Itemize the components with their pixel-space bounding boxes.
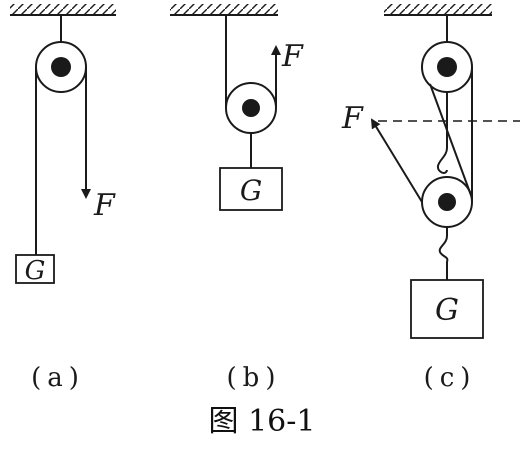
ceiling-b — [170, 4, 278, 16]
force-label-a: F — [93, 188, 116, 223]
panel-label-c: (c) — [424, 363, 477, 393]
force-label-b: F — [281, 39, 304, 74]
load-label-b: G — [240, 174, 262, 207]
pulley-axle-b — [242, 99, 260, 117]
hook-bottom-c — [438, 227, 449, 280]
rope-inner-c — [429, 83, 473, 199]
pulley-axle-a — [51, 57, 71, 77]
ceiling-c — [384, 4, 492, 16]
panel-label-b: (b) — [227, 363, 282, 393]
force-label-c: F — [341, 101, 364, 136]
rope-left-c — [370, 118, 423, 203]
load-label-c: G — [435, 293, 459, 328]
panel-label-a: (a) — [31, 363, 85, 393]
fixed-axle-c — [437, 57, 457, 77]
ceiling-a — [10, 4, 116, 16]
figure-caption: 图 16-1 — [208, 404, 316, 439]
load-block-a — [15, 254, 55, 284]
panel-c — [370, 4, 520, 339]
panel-a — [10, 4, 116, 284]
load-block-c — [410, 279, 484, 339]
movable-axle-c — [438, 193, 456, 211]
panel-b — [170, 4, 283, 211]
load-label-a: G — [25, 256, 46, 286]
hook-top-c — [436, 92, 448, 174]
load-block-b — [219, 167, 283, 211]
